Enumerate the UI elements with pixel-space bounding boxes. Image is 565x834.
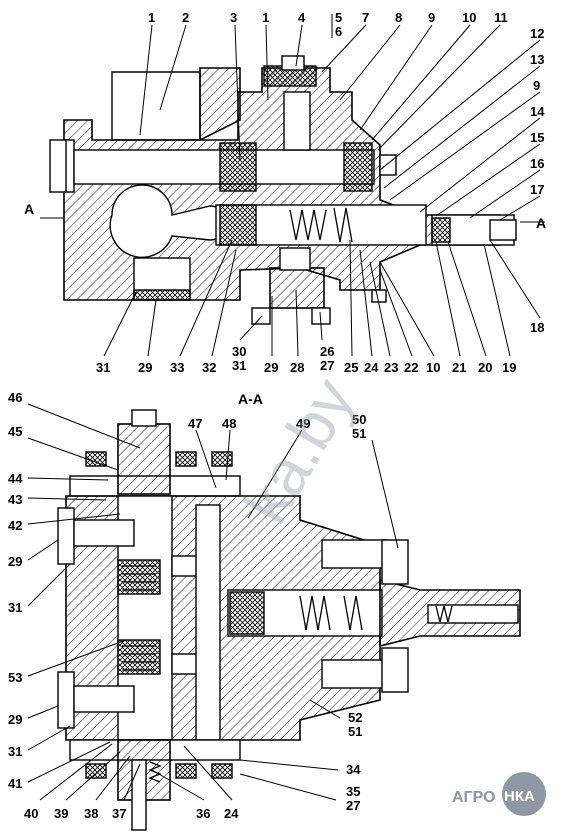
callout-label: 35 [346,784,360,799]
callout-label: 10 [426,360,440,375]
callout-label: 36 [196,806,210,821]
callout-label: 43 [8,492,22,507]
callout-label: 31 [96,360,110,375]
callout-label: 8 [395,10,402,25]
top-view-labels: 1 2 3 1 4 5 6 7 8 9 10 11 12 13 9 14 15 … [96,10,545,375]
callout-label: 26 [320,344,334,359]
callout-label: 29 [264,360,278,375]
callout-label: 10 [462,10,476,25]
callout-label: 32 [202,360,216,375]
callout-label: 23 [384,360,398,375]
top-view [40,55,545,325]
callout-label: 41 [8,776,22,791]
callout-label: 20 [478,360,492,375]
section-view [57,409,521,831]
callout-label: 37 [112,806,126,821]
callout-label: 5 [335,10,342,25]
callout-label: 46 [8,390,22,405]
logo-text-right: НКА [504,788,535,805]
callout-label: 6 [335,24,342,39]
callout-label: 29 [8,554,22,569]
callout-label: 51 [348,724,362,739]
callout-label: 22 [404,360,418,375]
callout-label: 53 [8,670,22,685]
logo: АГРО НКА [452,772,546,816]
callout-label: 31 [8,600,22,615]
callout-label: 3 [230,10,237,25]
callout-label: 4 [298,10,306,25]
callout-label: 2 [182,10,189,25]
callout-label: 31 [232,358,246,373]
callout-label: 12 [530,26,544,41]
callout-label: 24 [364,360,379,375]
callout-label: 52 [348,710,362,725]
callout-label: 1 [262,10,269,25]
callout-label: 45 [8,424,22,439]
callout-label: 50 [352,412,366,427]
callout-label: 15 [530,130,544,145]
callout-label: 28 [290,360,304,375]
callout-label: 18 [530,320,544,335]
callout-label: 9 [428,10,435,25]
callout-label: 49 [296,416,310,431]
callout-label: 25 [344,360,358,375]
callout-label: 33 [170,360,184,375]
callout-label: 42 [8,518,22,533]
section-title: A-A [238,391,263,407]
callout-label: 29 [138,360,152,375]
callout-label: 1 [148,10,155,25]
callout-label: 48 [222,416,236,431]
callout-label: 9 [533,78,540,93]
callout-label: 51 [352,426,366,441]
callout-label: 29 [8,712,22,727]
callout-label: 27 [346,798,360,813]
callout-label: 27 [320,358,334,373]
callout-label: 40 [24,806,38,821]
callout-label: 47 [188,416,202,431]
callout-label: 19 [502,360,516,375]
callout-label: 16 [530,156,544,171]
callout-label: 44 [8,471,23,486]
callout-label: 38 [84,806,98,821]
callout-label: 21 [452,360,466,375]
logo-text-left: АГРО [452,789,496,806]
callout-label: 13 [530,52,544,67]
section-view-labels: 46 45 44 43 42 29 31 53 29 31 41 40 39 3… [8,390,366,821]
callout-label: 11 [494,10,508,25]
callout-label: 30 [232,344,246,359]
callout-label: 39 [54,806,68,821]
leader-lines [27,14,541,801]
callout-label: 34 [346,762,361,777]
callout-label: 31 [8,744,22,759]
callout-label: 24 [224,806,239,821]
callout-label: 7 [362,10,369,25]
section-marker-left: A [24,201,34,217]
callout-label: 17 [530,182,544,197]
section-marker-right: A [536,215,546,231]
callout-label: 14 [530,104,545,119]
